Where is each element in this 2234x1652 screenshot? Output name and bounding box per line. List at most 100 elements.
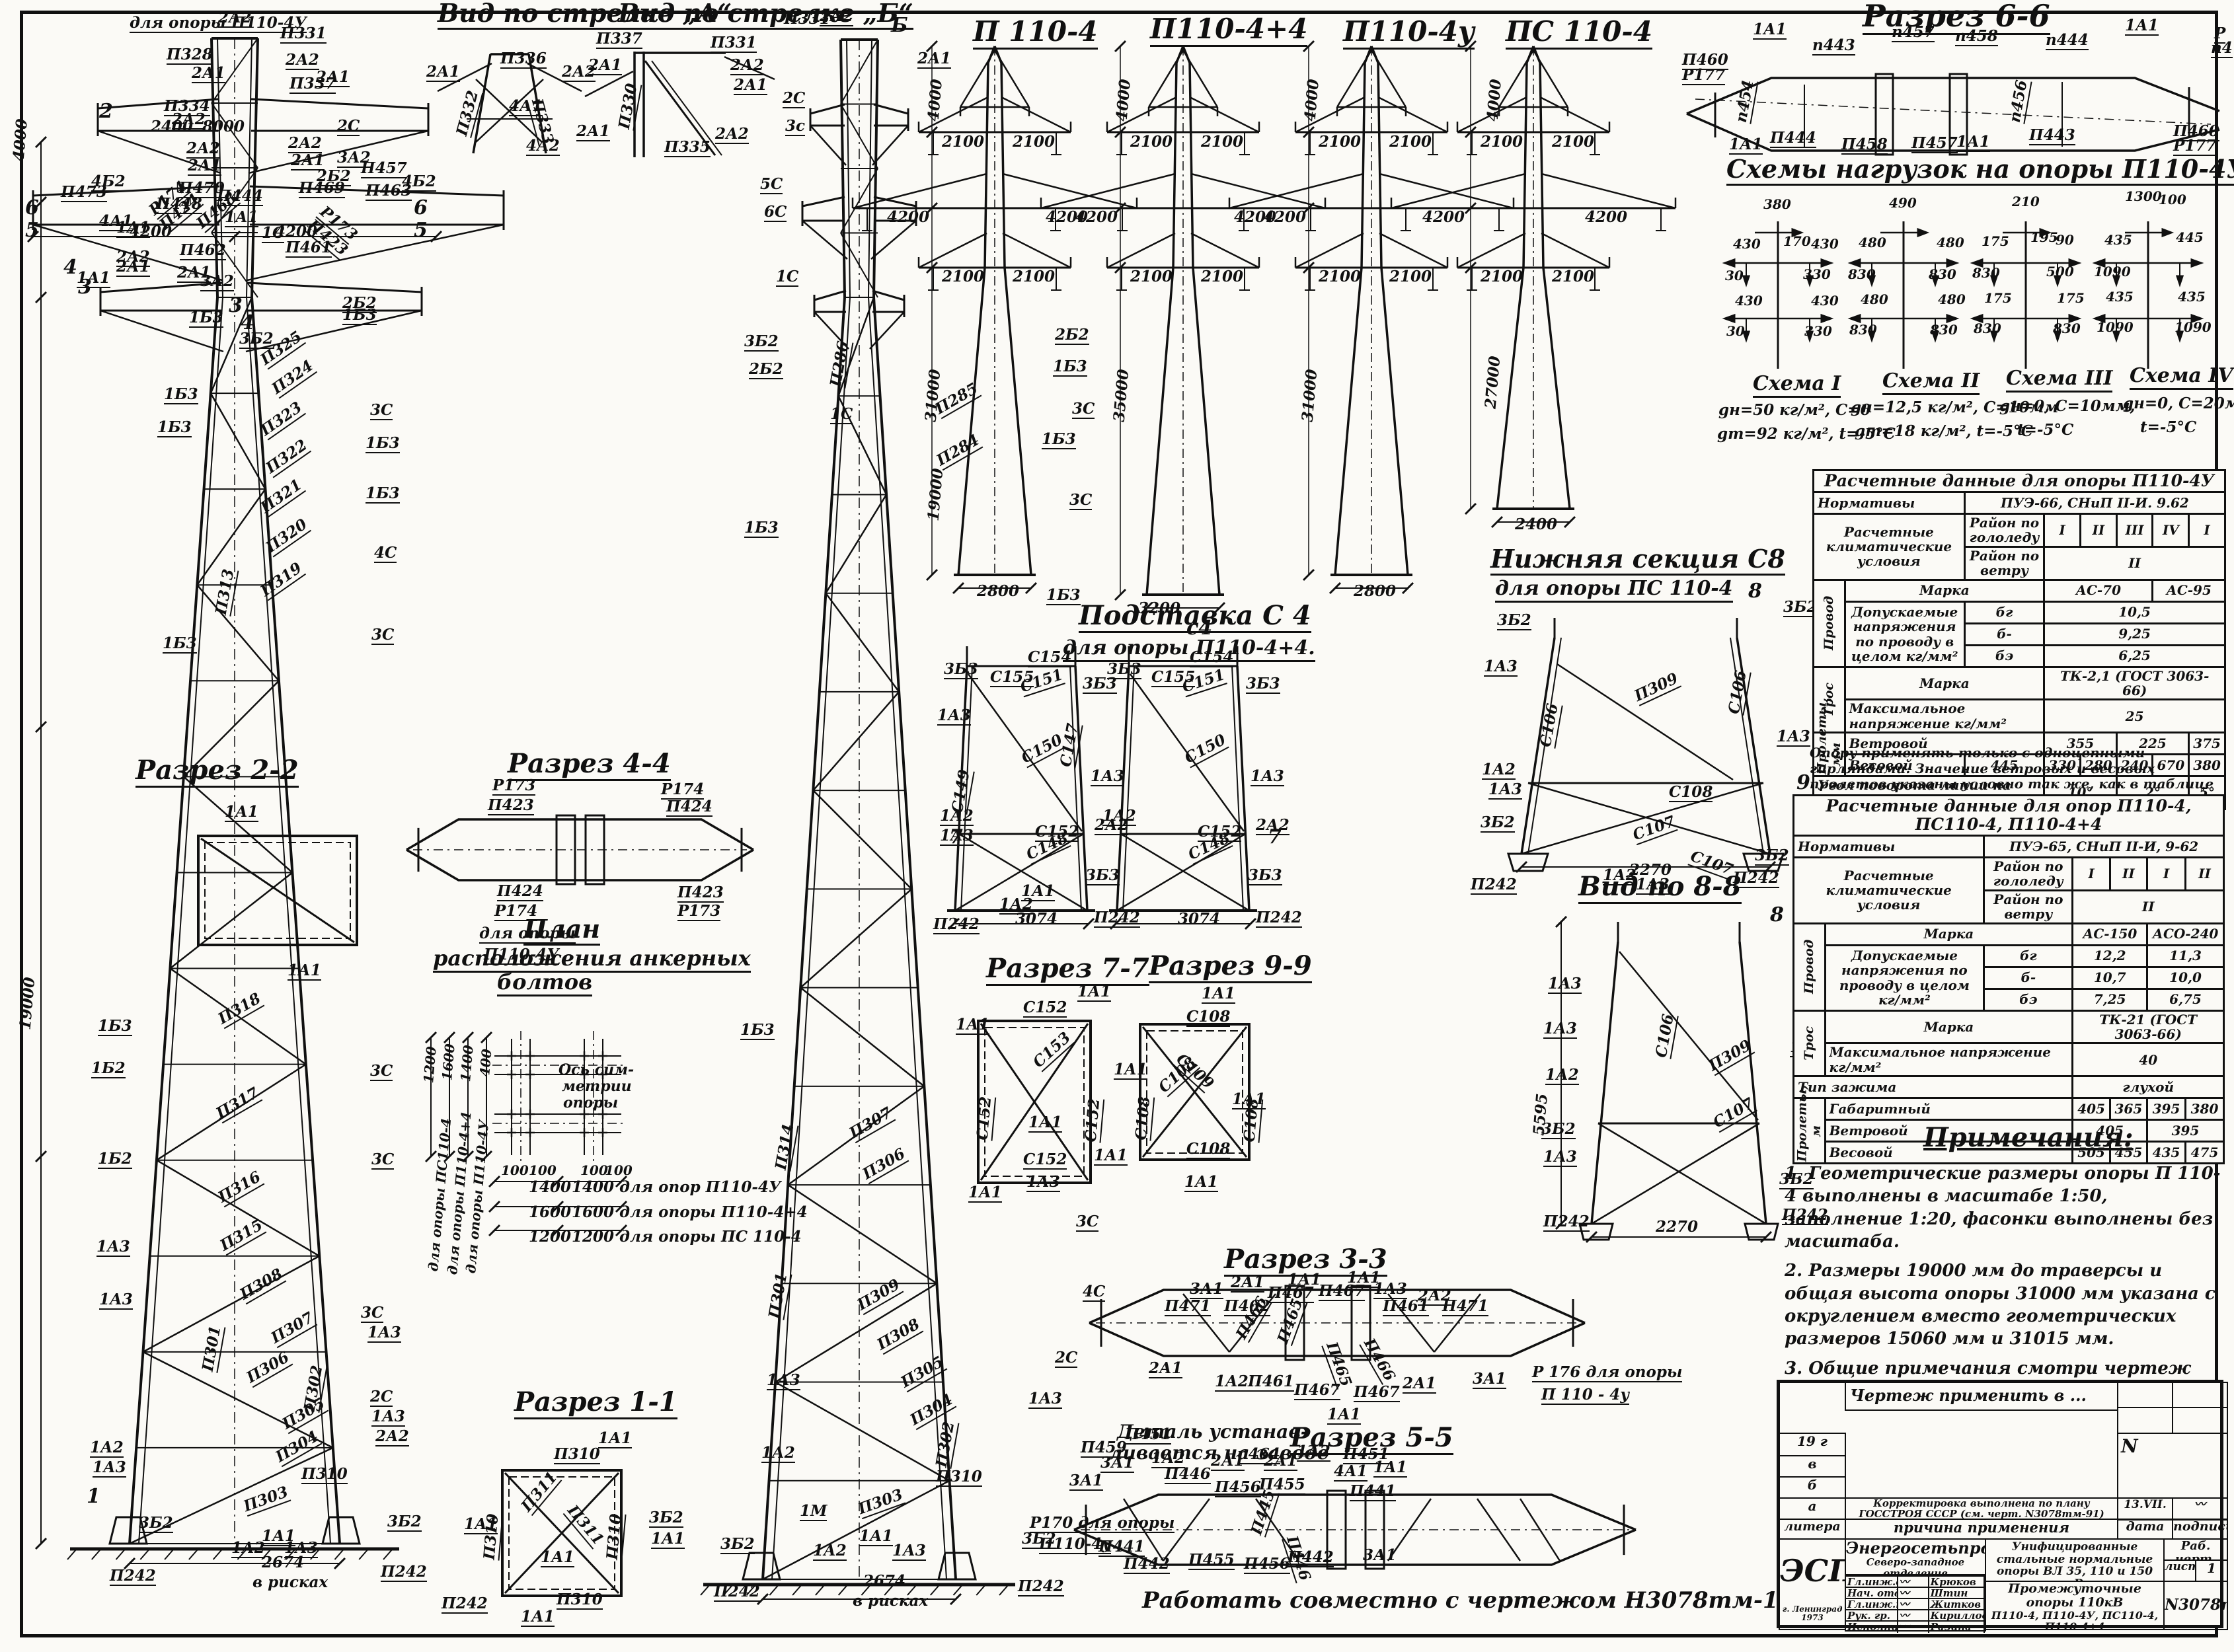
- callout-label: 2А2: [1256, 816, 1290, 836]
- callout-label: 2А2: [375, 1427, 409, 1447]
- dimension-label: 400: [477, 1048, 495, 1078]
- callout-label: 1А3: [1543, 1020, 1577, 1039]
- callout-label: 3Б3: [944, 660, 978, 680]
- callout-label: 3Б2: [1481, 813, 1515, 833]
- dimension-label: 4000: [9, 118, 32, 163]
- callout-label: п464: [1237, 1445, 1280, 1465]
- callout-label: 3с: [785, 117, 806, 137]
- callout-label: 4А2: [526, 137, 560, 157]
- callout-label: С108: [1186, 1008, 1231, 1028]
- dimension-label: 100: [501, 1162, 529, 1178]
- callout-label: 1А1: [1327, 1406, 1361, 1425]
- callout-label: 1Б3: [98, 1017, 132, 1037]
- callout-label: 3С: [1069, 491, 1093, 511]
- dimension-label: 4200: [1422, 208, 1465, 227]
- dimension-label: 490: [1889, 195, 1917, 211]
- callout-label: 2А2: [562, 63, 596, 83]
- section-title: П110-4у: [1343, 17, 1475, 50]
- view-marker: 1: [87, 1484, 100, 1508]
- callout-label: 1А1: [1077, 983, 1111, 1002]
- dimension-label: 430: [1733, 236, 1761, 252]
- callout-label: 1Б3: [744, 519, 779, 539]
- dimension-label: gн=12,5 кг/м², C=10мм: [1851, 398, 2059, 417]
- dimension-label: 2100: [1552, 268, 1595, 286]
- callout-label: Р 176 для опоры: [1532, 1363, 1683, 1383]
- montage-schemes: [851, 40, 1677, 615]
- blank-cell: [2172, 1382, 2228, 1408]
- blank-cell: [2117, 1382, 2173, 1408]
- podstavka-c4: [947, 646, 1257, 930]
- callout-label: С108: [1186, 1140, 1231, 1160]
- load-schemes: [1722, 221, 2204, 369]
- table-calc-p110-4u: Расчетные данные для опоры П110-4У Норма…: [1812, 469, 2227, 810]
- callout-label: 1А2: [761, 1444, 795, 1464]
- callout-label: П310: [557, 1591, 603, 1610]
- dimension-label: Деталь устанав-: [1117, 1420, 1309, 1443]
- section-2-2: [197, 835, 358, 946]
- callout-label: П459: [1081, 1439, 1127, 1458]
- callout-label: 1С: [776, 268, 799, 287]
- callout-label: 1А1: [651, 1530, 685, 1550]
- callout-label: Р170 для опоры: [1030, 1514, 1175, 1534]
- section-title: Вид по 8-8: [1578, 874, 1742, 904]
- dimension-label: 2800: [1354, 582, 1397, 601]
- callout-label: 1А1: [1729, 135, 1763, 155]
- callout-label: 4А1: [1334, 1462, 1367, 1482]
- callout-label: 3С: [371, 626, 395, 646]
- section-title: Разрез 9-9: [1149, 953, 1312, 983]
- callout-label: 3Б2: [1541, 1120, 1576, 1140]
- dimension-label: 2100: [1552, 133, 1595, 151]
- litera-label: литера: [1779, 1519, 1846, 1540]
- callout-label: П467: [1294, 1381, 1340, 1401]
- callout-label: П336: [500, 50, 547, 69]
- title-block: Чертеж применить в ... N 19 г в б а лите…: [1777, 1380, 2228, 1633]
- view-marker: Б: [891, 13, 908, 37]
- callout-label: 2А2: [286, 51, 319, 71]
- dimension-label: t=-5°C: [2017, 421, 2074, 439]
- dimension-label: 90: [2056, 232, 2074, 248]
- callout-label: П110-4у: [1039, 1535, 1112, 1555]
- callout-label: 4С: [374, 544, 397, 564]
- dimension-label: 4000: [1112, 78, 1135, 123]
- callout-label: П458: [1841, 135, 1888, 155]
- section-title: П110-4+4: [1150, 15, 1308, 47]
- view-arrow-b: [584, 52, 775, 157]
- callout-label: П242: [110, 1567, 156, 1587]
- dimension-label: 2674: [262, 1554, 305, 1572]
- callout-label: П310: [936, 1468, 982, 1487]
- callout-label: П455: [1188, 1551, 1235, 1571]
- callout-label: 4А1: [99, 212, 133, 232]
- callout-label: 1А1: [521, 1608, 555, 1628]
- callout-label: П331: [711, 34, 757, 54]
- org-abbr-cell: ЭСП г. Ленинград 1973: [1779, 1538, 1846, 1630]
- dimension-label: 830: [1974, 320, 2001, 336]
- list-number: 1: [2195, 1559, 2228, 1582]
- callout-label: П242: [714, 1583, 760, 1602]
- callout-label: 1А1: [288, 961, 321, 981]
- callout-label: 1А1: [2125, 17, 2159, 36]
- date-header: дата: [2117, 1519, 2173, 1540]
- sheet-title: Промежуточные опоры 110кВ П110-4, П110-4…: [1985, 1581, 2165, 1630]
- callout-label: 2А1: [192, 64, 225, 84]
- dimension-label: 30: [1726, 323, 1745, 339]
- section-title: Разрез 2-2: [135, 757, 299, 788]
- dimension-label: 1200 для опоры ПС 110-4: [572, 1228, 802, 1246]
- note-item: 1. Геометрические размеры опоры П 110-4 …: [1785, 1164, 2221, 1252]
- dimension-label: 1600: [439, 1043, 458, 1082]
- callout-label: 1А2: [231, 1539, 265, 1559]
- dimension-label: 19000: [16, 976, 39, 1032]
- callout-label: П460: [2173, 122, 2219, 142]
- view-marker: 9: [1796, 770, 1810, 794]
- dimension-label: 31000: [1298, 368, 1321, 424]
- view-marker: 7: [1268, 825, 1282, 848]
- callout-label: 1С: [830, 405, 853, 425]
- callout-label: П451: [1343, 1445, 1389, 1465]
- callout-label: С152: [1023, 998, 1067, 1018]
- dimension-label: 500: [2046, 264, 2074, 280]
- callout-label: 1А3: [284, 1539, 318, 1559]
- view-marker: 8: [1748, 579, 1762, 603]
- callout-label: 1А2: [999, 895, 1033, 915]
- dimension-label: 4200: [1234, 208, 1277, 227]
- section-title: Вид по стрелке „Б“: [618, 1, 913, 30]
